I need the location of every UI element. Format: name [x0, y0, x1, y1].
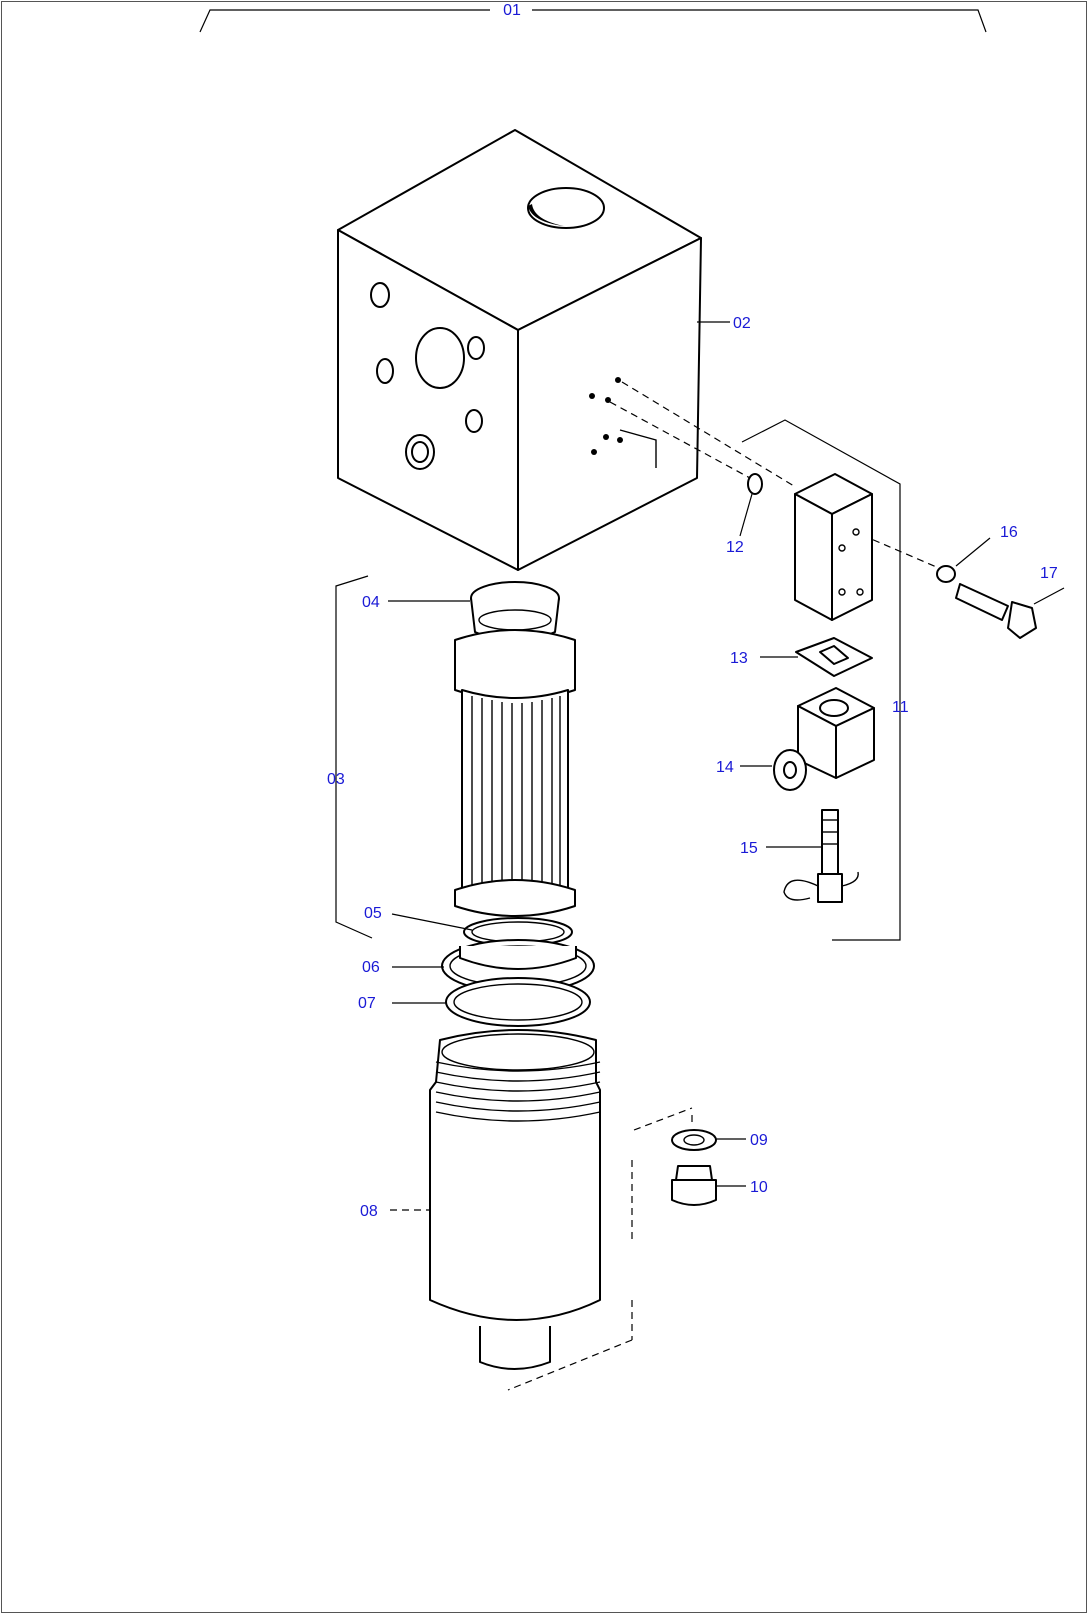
o-ring-04: [470, 581, 560, 642]
filter-bowl: [429, 1029, 601, 1370]
callout-03: 03: [327, 771, 345, 788]
callout-labels: 01 02 03 04 05 06 07 08 09 10 11 12 13 1…: [327, 2, 1058, 1220]
filter-element: [454, 629, 576, 917]
solenoid-valve-body: [794, 473, 873, 621]
callout-14: 14: [716, 759, 734, 776]
plunger-connector: [783, 809, 859, 903]
seal-05: [463, 917, 573, 947]
callout-07: 07: [358, 995, 376, 1012]
callout-16: 16: [1000, 524, 1018, 541]
o-ring-12: [747, 473, 763, 495]
callout-10: 10: [750, 1179, 768, 1196]
callout-17: 17: [1040, 565, 1058, 582]
washer-16: [936, 565, 956, 583]
gasket-13: [795, 637, 873, 677]
bolt-17: [955, 583, 1037, 639]
callout-04: 04: [362, 594, 380, 611]
callout-09: 09: [750, 1132, 768, 1149]
drain-plug-bracket: [507, 1107, 693, 1391]
callout-13: 13: [730, 650, 748, 667]
callout-01: 01: [503, 2, 521, 19]
callout-02: 02: [733, 315, 751, 332]
solenoid-coil: [773, 687, 875, 791]
valve-block: [337, 129, 702, 571]
callout-11: 11: [892, 699, 909, 716]
assembly-bracket: [199, 9, 987, 33]
washer-09: [671, 1129, 717, 1151]
callout-12: 12: [726, 539, 744, 556]
solenoid-group-bracket: [741, 419, 901, 941]
drain-plug-10: [671, 1165, 717, 1206]
filter-group-bracket: [335, 575, 373, 939]
callout-06: 06: [362, 959, 380, 976]
callout-08: 08: [360, 1203, 378, 1220]
callout-15: 15: [740, 840, 758, 857]
callout-05: 05: [364, 905, 382, 922]
leader-lines: [388, 321, 1065, 1211]
alignment-lines: [609, 381, 949, 1125]
seal-07: [445, 977, 591, 1027]
